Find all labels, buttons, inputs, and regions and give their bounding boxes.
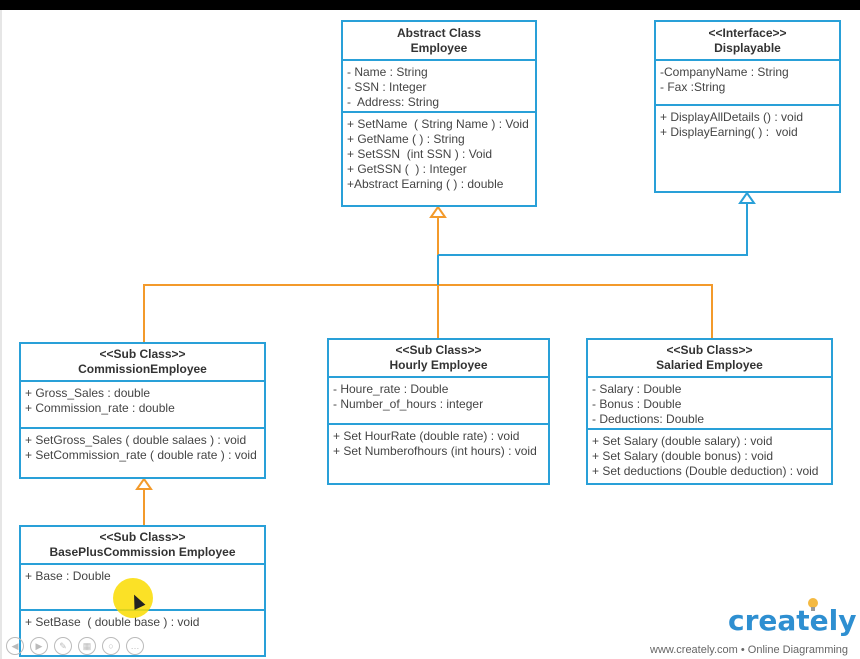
class-header: <<Sub Class>> BasePlusCommission Employe… [21, 527, 264, 565]
attribute: - Number_of_hours : integer [333, 397, 484, 411]
class-attributes: - Houre_rate : Double - Number_of_hours … [329, 378, 548, 425]
method: + GetSSN ( ) : Integer [347, 162, 467, 176]
class-stereotype: Abstract Class [396, 25, 482, 40]
pen-icon[interactable]: ✎ [54, 637, 72, 655]
window-top-bar [0, 0, 860, 10]
class-header: <<Interface>> Displayable [656, 22, 839, 61]
realization-line [438, 203, 748, 256]
realization-arrowhead-displayable [738, 191, 756, 204]
class-stereotype: <<Sub Class>> [99, 530, 186, 544]
class-salaried-employee[interactable]: <<Sub Class>> Salaried Employee - Salary… [586, 338, 833, 485]
class-hourly-employee[interactable]: <<Sub Class>> Hourly Employee - Houre_ra… [327, 338, 550, 485]
class-displayable[interactable]: <<Interface>> Displayable -CompanyName :… [654, 20, 841, 193]
class-stereotype: <<Sub Class>> [99, 347, 186, 361]
rewind-icon[interactable]: ◀ [6, 637, 24, 655]
generalization-arrowhead-commission [135, 477, 153, 490]
brand-logo: creately [728, 604, 857, 637]
method: + Set Salary (double bonus) : void [592, 449, 774, 463]
method: + SetName ( String Name ) : Void [347, 117, 529, 131]
class-attributes: - Name : String - SSN : Integer - Addres… [343, 61, 535, 113]
attribute: - Houre_rate : Double [333, 382, 449, 396]
method: + Set Numberofhours (int hours) : void [333, 444, 537, 458]
method: + SetBase ( double base ) : void [25, 615, 200, 629]
brand-tagline: www.creately.com • Online Diagramming [650, 644, 849, 656]
class-name: Hourly Employee [389, 358, 488, 372]
generalization-line-hierarchy [143, 284, 713, 342]
class-name: CommissionEmployee [78, 362, 207, 376]
more-icon[interactable]: … [126, 637, 144, 655]
attribute: + Commission_rate : double [25, 401, 175, 415]
class-header: <<Sub Class>> Salaried Employee [588, 340, 831, 378]
class-header: <<Sub Class>> CommissionEmployee [21, 344, 264, 382]
method: + SetGross_Sales ( double salaes ) : voi… [25, 433, 247, 447]
class-name: Employee [410, 40, 468, 55]
player-controls: ◀ ▶ ✎ ▦ ○ … [6, 637, 144, 655]
window-left-edge [0, 10, 2, 659]
class-attributes: -CompanyName : String - Fax :String [656, 61, 839, 106]
class-methods: + SetGross_Sales ( double salaes ) : voi… [21, 429, 264, 463]
method: + Set Salary (double salary) : void [592, 434, 773, 448]
attribute: - Bonus : Double [592, 397, 682, 411]
class-header: <<Sub Class>> Hourly Employee [329, 340, 548, 378]
method: + DisplayAllDetails () : void [660, 110, 804, 124]
class-attributes: - Salary : Double - Bonus : Double - Ded… [588, 378, 831, 430]
lightbulb-icon [808, 598, 818, 611]
class-name: Displayable [714, 40, 781, 55]
method: + SetCommission_rate ( double rate ) : v… [25, 448, 257, 462]
zoom-icon[interactable]: ○ [102, 637, 120, 655]
cursor-highlight [113, 578, 153, 618]
attribute: + Base : Double [25, 569, 111, 583]
play-icon[interactable]: ▶ [30, 637, 48, 655]
attribute: - Name : String [347, 65, 428, 79]
attribute: - SSN : Integer [347, 80, 427, 94]
attribute: - Address: String [347, 95, 440, 109]
method: + GetName ( ) : String [347, 132, 465, 146]
class-methods: + Set HourRate (double rate) : void + Se… [329, 425, 548, 459]
class-header: Abstract Class Employee [343, 22, 535, 61]
class-stereotype: <<Sub Class>> [395, 343, 482, 357]
class-methods: + DisplayAllDetails () : void + DisplayE… [656, 106, 839, 140]
method: + SetSSN (int SSN ) : Void [347, 147, 493, 161]
attribute: - Fax :String [660, 80, 726, 94]
class-name: Salaried Employee [656, 358, 763, 372]
attribute: - Salary : Double [592, 382, 682, 396]
method: + DisplayEarning( ) : void [660, 125, 798, 139]
class-stereotype: <<Interface>> [708, 25, 787, 40]
class-employee[interactable]: Abstract Class Employee - Name : String … [341, 20, 537, 207]
method: +Abstract Earning ( ) : double [347, 177, 504, 191]
attribute: - Deductions: Double [592, 412, 705, 426]
method: + Set HourRate (double rate) : void [333, 429, 520, 443]
method: + Set deductions (Double deduction) : vo… [592, 464, 819, 478]
class-baseplus-commission-employee[interactable]: <<Sub Class>> BasePlusCommission Employe… [19, 525, 266, 657]
attribute: + Gross_Sales : double [25, 386, 151, 400]
class-methods: + Set Salary (double salary) : void + Se… [588, 430, 831, 479]
generalization-arrowhead-employee [429, 205, 447, 218]
class-name: BasePlusCommission Employee [49, 545, 236, 559]
class-methods: + SetName ( String Name ) : Void + GetNa… [343, 113, 535, 192]
attribute: -CompanyName : String [660, 65, 789, 79]
class-methods: + SetBase ( double base ) : void [21, 611, 264, 630]
class-attributes: + Gross_Sales : double + Commission_rate… [21, 382, 264, 429]
copy-icon[interactable]: ▦ [78, 637, 96, 655]
creately-branding: creately www.creately.com • Online Diagr… [650, 598, 857, 656]
class-commission-employee[interactable]: <<Sub Class>> CommissionEmployee + Gross… [19, 342, 266, 479]
class-stereotype: <<Sub Class>> [666, 343, 753, 357]
